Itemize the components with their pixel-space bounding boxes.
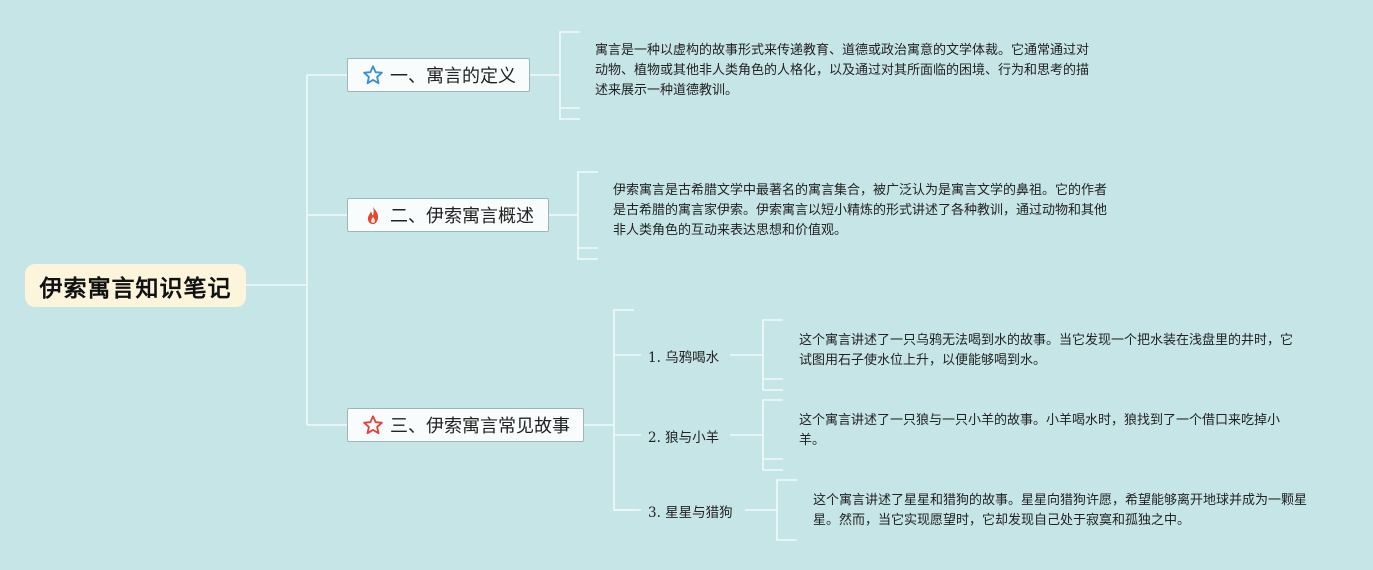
star-outline-icon [362,414,384,436]
story-wolf-text: 这个寓言讲述了一只狼与一只小羊的故事。小羊喝水时，狼找到了一个借口来吃掉小羊。 [799,413,1281,448]
story-crow-water[interactable]: 1. 乌鸦喝水 [648,350,720,366]
root-node-title[interactable]: 伊索寓言知识笔记 [25,264,246,307]
overview-text: 伊索寓言是古希腊文学中最著名的寓言集合，被广泛认为是寓言文学的鼻祖。它的作者是古… [613,183,1108,238]
topic-definition[interactable]: 一、寓言的定义 [347,58,530,92]
fire-icon [362,204,384,226]
topic-label: 三、伊索寓言常见故事 [390,416,570,437]
topic-common-stories[interactable]: 三、伊索寓言常见故事 [347,408,584,442]
story-crow-text: 这个寓言讲述了一只乌鸦无法喝到水的故事。当它发现一个把水装在浅盘里的井时，它试图… [799,333,1294,368]
topic-label: 二、伊索寓言概述 [390,206,534,227]
star-outline-icon [362,64,384,86]
topic-overview[interactable]: 二、伊索寓言概述 [347,198,549,232]
story-star-text: 这个寓言讲述了星星和猎狗的故事。星星向猎狗许愿，希望能够离开地球并成为一颗星星。… [813,493,1308,528]
topic-label: 一、寓言的定义 [390,66,516,87]
story-wolf-lamb[interactable]: 2. 狼与小羊 [648,430,720,446]
story-star-hound[interactable]: 3. 星星与猎狗 [648,505,733,521]
definition-text: 寓言是一种以虚构的故事形式来传递教育、道德或政治寓意的文学体裁。它通常通过对动物… [595,43,1090,98]
